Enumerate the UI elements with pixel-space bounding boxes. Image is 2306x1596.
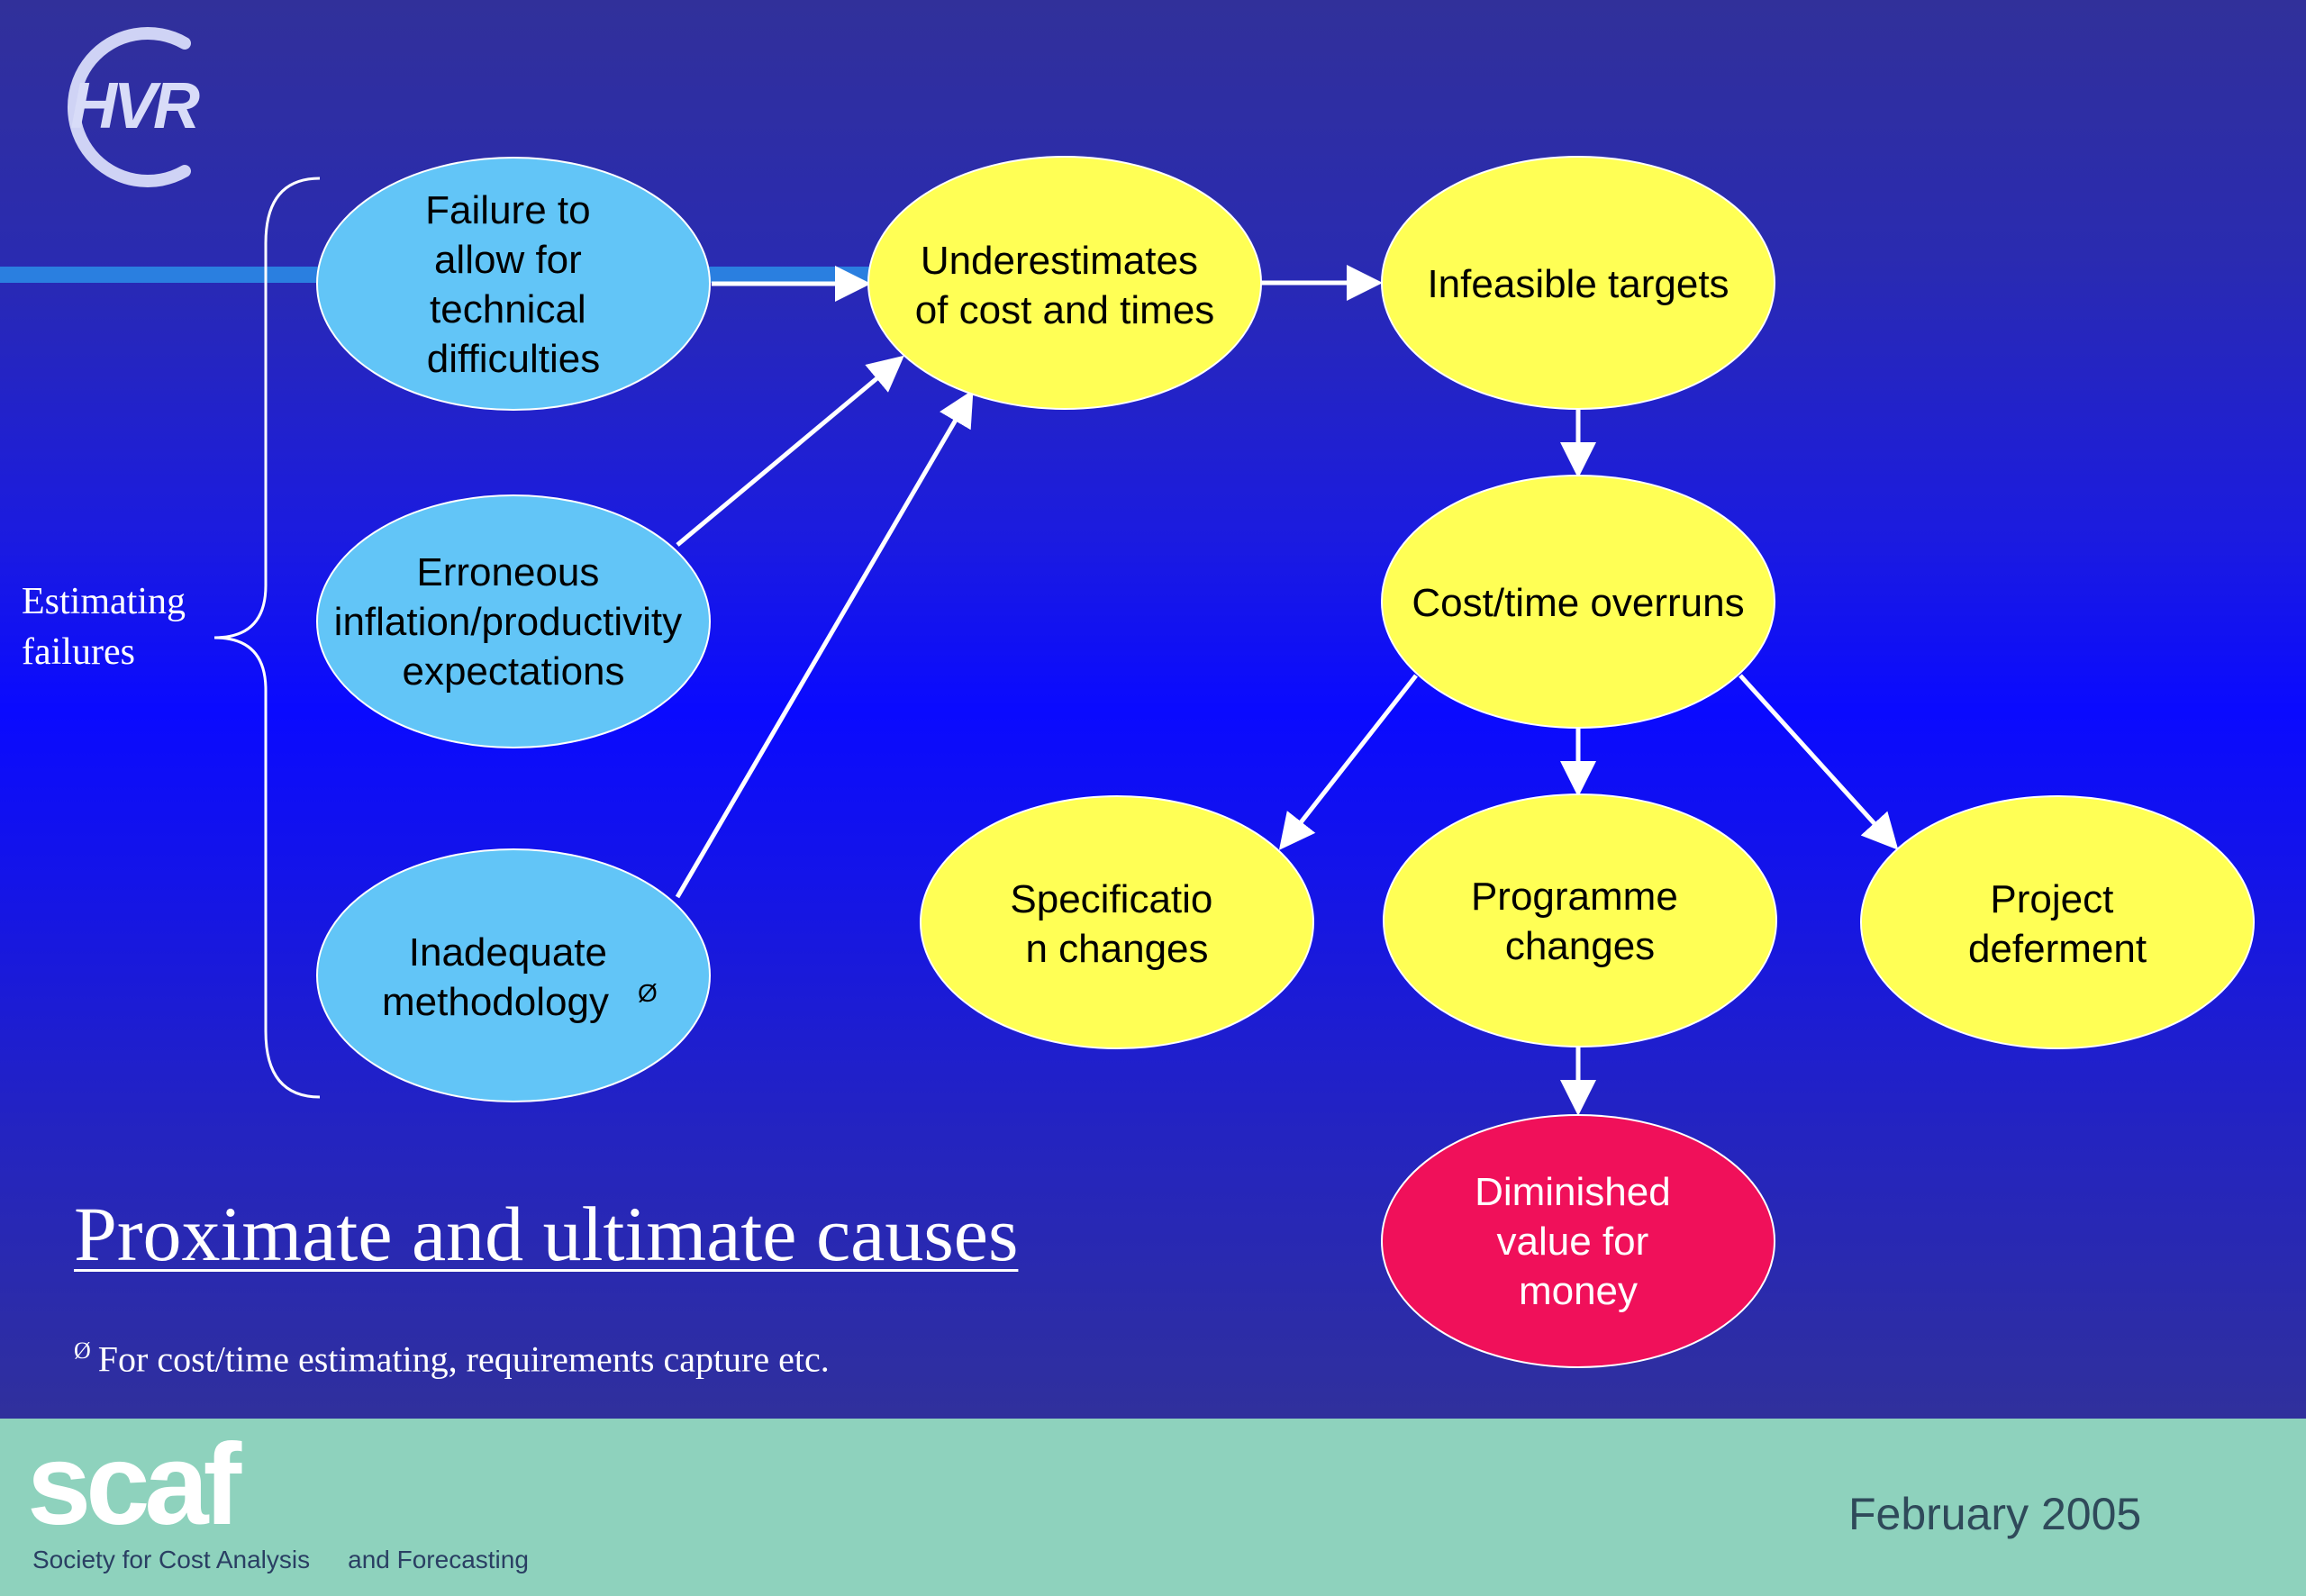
footnote-mark: Ø bbox=[74, 1338, 91, 1364]
estimating-failures-label: Estimating failures bbox=[22, 576, 186, 677]
hvr-logo-text: HVR bbox=[70, 70, 200, 142]
node-failure-technical: Failure to allow for technical difficult… bbox=[316, 157, 711, 411]
svg-text:Project deferment: Project deferment bbox=[1968, 877, 2147, 971]
slide-title: Proximate and ultimate causes bbox=[74, 1191, 1019, 1277]
arrow-inadequate-to-underestimates bbox=[675, 389, 974, 899]
svg-text:Inadequate methodology: Inadequate methodology bbox=[382, 930, 618, 1024]
scaf-logo: scaf bbox=[27, 1420, 241, 1549]
arrow-overruns-to-deferment bbox=[1739, 674, 1899, 850]
arrow-overruns-to-specification bbox=[1278, 674, 1418, 850]
footer-date: February 2005 bbox=[1848, 1489, 2142, 1539]
node-infeasible-targets: Infeasible targets bbox=[1381, 156, 1775, 410]
scaf-tagline: Society for Cost Analysis and Forecasting bbox=[32, 1546, 529, 1574]
estimating-brace bbox=[213, 177, 321, 1099]
svg-text:Failure to allow for: Failure to allow for technical difficult… bbox=[425, 188, 602, 381]
svg-text:Erroneous inflation/prod: Erroneous inflation/productivity expecta… bbox=[334, 550, 694, 694]
svg-text:Programme changes: Programme changes bbox=[1471, 875, 1689, 968]
arrows bbox=[675, 265, 1899, 1116]
node-underestimates: Underestimates of cost and times bbox=[867, 156, 1262, 410]
svg-text:Diminished value for: Diminished value for money bbox=[1475, 1170, 1682, 1313]
node-cost-time-overruns: Cost/time overruns bbox=[1381, 475, 1775, 729]
node-programme-changes: Programme changes bbox=[1383, 793, 1777, 1047]
side-label-line: Estimating bbox=[22, 581, 186, 622]
accent-bar-2 bbox=[707, 267, 869, 283]
methodology-footnote-mark: Ø bbox=[638, 979, 658, 1007]
hvr-logo: HVR bbox=[67, 27, 204, 187]
arrow-erroneous-to-underestimates bbox=[676, 355, 904, 547]
scaf-tagline-left: Society for Cost Analysis bbox=[32, 1546, 311, 1573]
node-inadequate-methodology: Inadequate methodology Ø bbox=[316, 848, 711, 1102]
footnote-text: For cost/time estimating, requirements c… bbox=[97, 1338, 830, 1380]
node-diminished-value: Diminished value for money bbox=[1381, 1114, 1775, 1368]
node-erroneous-inflation: Erroneous inflation/productivity expecta… bbox=[316, 494, 711, 748]
node-project-deferment: Project deferment bbox=[1860, 795, 2255, 1049]
svg-text:Underestimates of cost a: Underestimates of cost and times bbox=[915, 239, 1215, 332]
svg-text:Cost/time overruns: Cost/time overruns bbox=[1412, 581, 1744, 625]
svg-text:Specificatio n changes: Specificatio n changes bbox=[1010, 877, 1223, 971]
scaf-tagline-right: and Forecasting bbox=[348, 1546, 529, 1573]
svg-text:Infeasible targets: Infeasible targets bbox=[1427, 262, 1729, 306]
accent-bar bbox=[0, 267, 324, 283]
footer-bar bbox=[0, 1419, 2306, 1596]
side-label-line: failures bbox=[22, 631, 135, 673]
node-specification-changes: Specificatio n changes bbox=[920, 795, 1314, 1049]
